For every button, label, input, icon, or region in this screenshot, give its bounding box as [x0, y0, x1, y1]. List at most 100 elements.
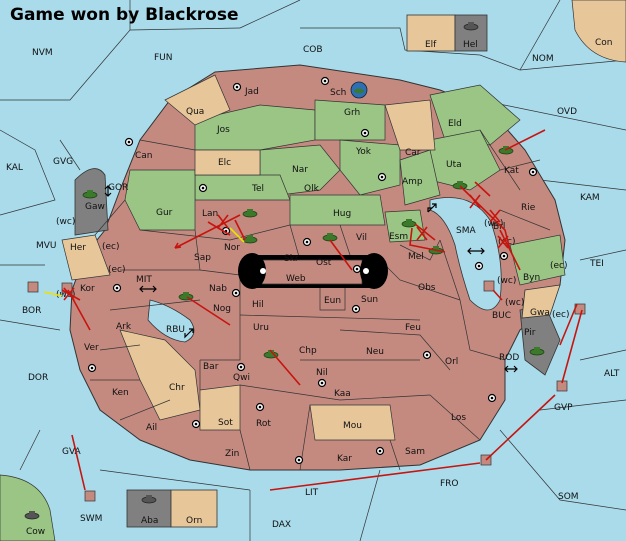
sea-label-gvp: GVP	[554, 403, 573, 413]
supply-center	[528, 167, 538, 177]
prov-label-feu: Feu	[405, 323, 421, 333]
prov-label-qwi: Qwi	[233, 373, 250, 383]
prov-label-jos: Jos	[216, 125, 230, 135]
sea-labels: NVM FUN COB NOM Con KAL GVG OVD GOR KAM …	[6, 38, 620, 537]
sea-label-nvm: NVM	[32, 48, 53, 58]
sea-label-dor: DOR	[28, 373, 48, 383]
prov-label-sam: Sam	[405, 447, 425, 457]
sea-label-lit: LIT	[305, 488, 319, 498]
supply-center	[124, 137, 134, 147]
prov-label-los: Los	[451, 413, 466, 423]
prov-label-can: Can	[135, 151, 153, 161]
prov-label-nog: Nog	[213, 304, 231, 314]
prov-label-orl: Orl	[445, 357, 458, 367]
supply-center	[375, 446, 385, 456]
sea-label-dax: DAX	[272, 520, 291, 530]
sea-label-sma: SMA	[456, 226, 476, 236]
prov-label-grh: Grh	[344, 108, 360, 118]
sea-label-gor: GOR	[108, 183, 128, 193]
prov-label-car: Car	[405, 148, 421, 158]
supply-center	[87, 363, 97, 373]
supply-center	[236, 362, 246, 372]
prov-label-gur: Gur	[156, 208, 173, 218]
supply-center	[317, 378, 327, 388]
prov-label-mel: Mel	[408, 252, 424, 262]
prov-label-hel: Hel	[463, 40, 478, 50]
prov-label-nor: Nor	[224, 243, 240, 253]
fleet-icon	[82, 190, 98, 199]
coast-marker: (wc)	[56, 290, 75, 300]
prov-label-ver: Ver	[84, 343, 99, 353]
sea-label-swm: SWM	[80, 514, 102, 524]
supply-center	[191, 419, 201, 429]
sea-label-alt: ALT	[604, 369, 620, 379]
prov-label-rie: Rie	[521, 203, 536, 213]
prov-label-ark: Ark	[116, 322, 132, 332]
prov-label-ail: Ail	[146, 423, 157, 433]
prov-label-nar: Nar	[292, 165, 308, 175]
prov-label-bar: Bar	[203, 362, 219, 372]
prov-label-chr: Chr	[169, 383, 185, 393]
prov-label-kat: Kat	[504, 166, 519, 176]
center-end-left	[238, 253, 266, 289]
page-title: Game won by Blackrose	[10, 5, 239, 25]
prov-label-kor: Kor	[80, 284, 95, 294]
center-end-right	[360, 253, 388, 289]
center-dot-right	[363, 268, 369, 274]
center-dot-left	[260, 268, 266, 274]
fleet-icon	[24, 511, 40, 520]
sea-label-ovd: OVD	[557, 107, 577, 117]
prov-label-olk: Olk	[304, 184, 320, 194]
supply-center	[320, 76, 330, 86]
prov-label-byn: Byn	[523, 273, 540, 283]
coast-marker: (ec)	[552, 310, 570, 320]
green-regions	[124, 84, 566, 286]
sea-label-fun: FUN	[154, 53, 173, 63]
fleet-icon	[463, 22, 479, 31]
supply-center	[198, 183, 208, 193]
prov-label-neu: Neu	[366, 347, 384, 357]
prov-label-sun: Sun	[361, 295, 378, 305]
land-gwa	[521, 284, 561, 319]
supply-center	[302, 237, 312, 247]
coast-marker: (wc)	[484, 219, 503, 229]
prov-label-aba: Aba	[141, 516, 158, 526]
prov-label-nab: Nab	[209, 284, 227, 294]
prov-label-zin: Zin	[225, 449, 239, 459]
supply-center	[255, 402, 265, 412]
supply-center	[231, 288, 241, 298]
prov-label-gaw: Gaw	[85, 202, 105, 212]
prov-label-orn: Orn	[186, 516, 202, 526]
coast-marker: (wc)	[497, 276, 516, 286]
fleet-units	[24, 22, 545, 520]
sea-label-con: Con	[595, 38, 613, 48]
supply-center	[352, 264, 362, 274]
sea-label-cob: COB	[303, 45, 323, 55]
prov-label-obs: Obs	[418, 283, 436, 293]
prov-label-eld: Eld	[448, 119, 462, 129]
prov-label-ost: Ost	[316, 258, 332, 268]
supply-center	[294, 455, 304, 465]
supply-center	[422, 350, 432, 360]
prov-label-sch: Sch	[330, 88, 346, 98]
support-arrows	[43, 227, 245, 297]
convoy-markers	[104, 185, 518, 373]
supply-center	[232, 82, 242, 92]
supply-center	[499, 251, 509, 261]
land-orn	[170, 489, 218, 528]
prov-label-web: Web	[286, 274, 306, 284]
prov-label-rot: Rot	[256, 419, 271, 429]
prov-label-hug: Hug	[333, 209, 351, 219]
prov-label-uru: Uru	[253, 323, 269, 333]
prov-label-tel: Tel	[251, 184, 264, 194]
neutral-regions	[61, 74, 436, 441]
sea-label-buc: BUC	[492, 311, 511, 321]
fleet-icon	[529, 347, 545, 356]
prov-label-kar: Kar	[337, 454, 352, 464]
unit-marker	[84, 490, 96, 502]
prov-label-chp: Chp	[299, 346, 317, 356]
prov-label-her: Her	[70, 243, 86, 253]
supply-center	[360, 128, 370, 138]
